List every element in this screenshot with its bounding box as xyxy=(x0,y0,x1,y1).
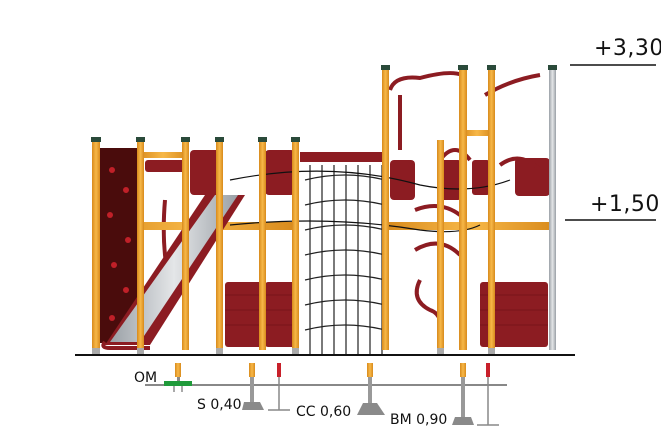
posts xyxy=(92,68,495,350)
foundation-om xyxy=(164,363,192,392)
foundation-label-s: S 0,40 xyxy=(197,397,242,413)
height-label-top: +3,30 xyxy=(594,36,661,61)
height-label-mid: +1,50 xyxy=(590,192,660,217)
foundation-label-cc: CC 0,60 xyxy=(296,404,352,420)
steel-pole xyxy=(549,70,556,350)
foundation-bm xyxy=(452,363,499,426)
deck-top xyxy=(300,152,385,162)
foundation-label-om: OM xyxy=(134,370,158,386)
foundation-cc xyxy=(357,363,385,415)
foundation-label-bm: BM 0,90 xyxy=(390,412,448,428)
foundation-s xyxy=(242,363,290,411)
